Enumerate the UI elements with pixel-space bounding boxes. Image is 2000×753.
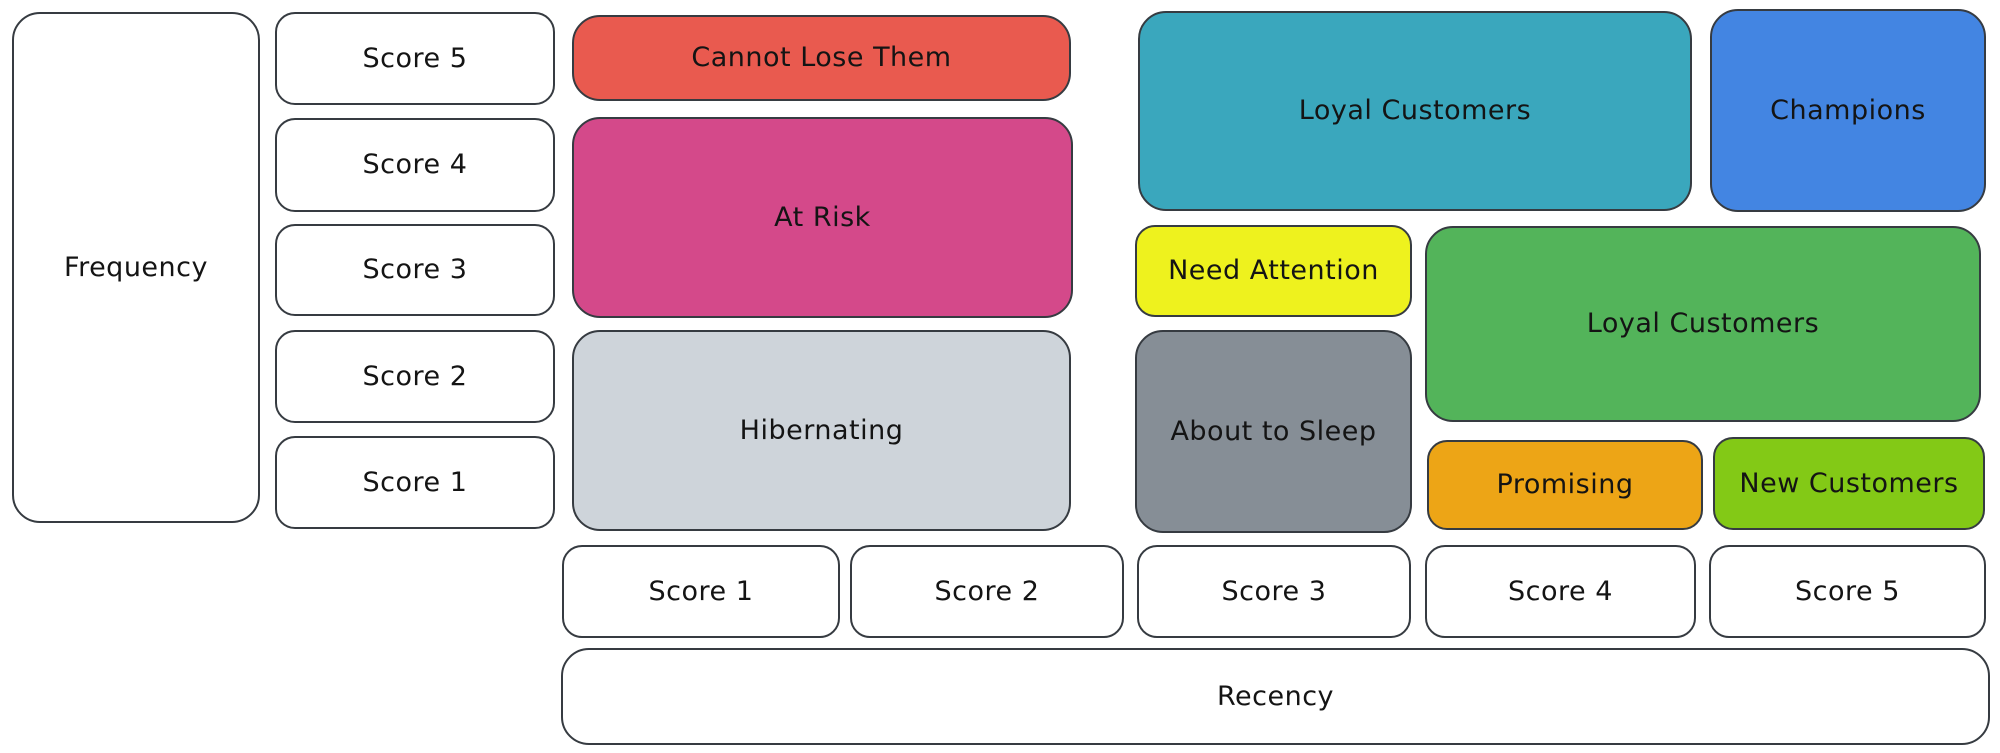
recency-score-2-label: Score 2 [934,575,1040,607]
frequency-score-2-label: Score 2 [362,360,468,392]
segment-about-to-sleep: About to Sleep [1135,330,1412,533]
recency-score-5-label: Score 5 [1795,575,1900,607]
frequency-score-3-label: Score 3 [362,254,468,286]
frequency-score-4-label: Score 4 [362,149,468,181]
recency-score-4-box: Score 4 [1425,545,1696,638]
frequency-score-5-label: Score 5 [362,42,468,74]
frequency-axis-label: Frequency [64,251,208,283]
frequency-axis-label-box: Frequency [12,12,260,523]
segment-need-attention: Need Attention [1135,225,1412,317]
segment-hibernating-label: Hibernating [739,414,904,446]
recency-axis-label: Recency [1216,680,1335,712]
segment-loyal-customers-top-label: Loyal Customers [1298,95,1532,127]
segment-new-customers-label: New Customers [1739,467,1959,499]
recency-score-1-box: Score 1 [562,545,840,638]
recency-score-3-label: Score 3 [1221,575,1327,607]
segment-cannot-lose-them: Cannot Lose Them [572,15,1071,101]
frequency-score-5-box: Score 5 [275,12,555,105]
recency-score-1-label: Score 1 [648,575,754,607]
segment-need-attention-label: Need Attention [1168,255,1379,287]
recency-score-5-box: Score 5 [1709,545,1986,638]
frequency-score-2-box: Score 2 [275,330,555,423]
segment-promising-label: Promising [1496,469,1634,501]
segment-at-risk: At Risk [572,117,1073,318]
segment-loyal-customers-top: Loyal Customers [1138,11,1692,211]
segment-loyal-customers-right-label: Loyal Customers [1586,308,1820,340]
segment-hibernating: Hibernating [572,330,1071,531]
segment-new-customers: New Customers [1713,437,1985,530]
segment-promising: Promising [1427,440,1703,530]
segment-champions-label: Champions [1770,94,1926,126]
segment-loyal-customers-right: Loyal Customers [1425,226,1981,422]
recency-score-2-box: Score 2 [850,545,1124,638]
segment-at-risk-label: At Risk [774,201,871,233]
segment-champions: Champions [1710,9,1986,212]
recency-score-3-box: Score 3 [1137,545,1411,638]
segment-cannot-lose-them-label: Cannot Lose Them [691,42,952,74]
recency-axis-label-box: Recency [561,648,1990,745]
segment-about-to-sleep-label: About to Sleep [1170,415,1377,447]
frequency-score-1-box: Score 1 [275,436,555,529]
frequency-score-3-box: Score 3 [275,224,555,316]
recency-score-4-label: Score 4 [1508,575,1613,607]
frequency-score-4-box: Score 4 [275,118,555,212]
frequency-score-1-label: Score 1 [362,466,468,498]
